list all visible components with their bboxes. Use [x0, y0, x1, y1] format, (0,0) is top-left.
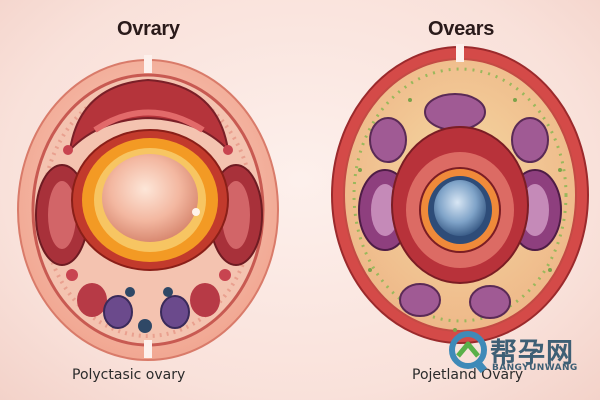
left-bottom-dot-2	[125, 287, 135, 297]
left-small-cyst-4	[223, 145, 233, 155]
left-caption: Polyctasic ovary	[72, 367, 186, 383]
left-bottom-cyst-1	[77, 283, 107, 317]
left-top-lobe-highlight	[93, 109, 205, 133]
left-side-lobe-left-inner	[48, 181, 76, 249]
left-egg-glint	[192, 208, 200, 216]
left-bottom-notch	[144, 340, 152, 358]
left-bottom-dot-1	[138, 319, 152, 333]
right-ovary	[331, 44, 589, 344]
left-bottom-dot-3	[163, 287, 173, 297]
right-cyst-6	[469, 285, 511, 319]
right-texture-ring	[352, 67, 568, 323]
right-cyst-5	[399, 283, 441, 317]
left-egg	[102, 154, 198, 242]
right-cyst-2	[511, 117, 549, 163]
right-egg	[434, 180, 486, 236]
left-small-cyst-1	[66, 269, 78, 281]
right-title: Ovears	[428, 18, 495, 40]
left-top-notch	[144, 55, 152, 73]
right-cyst-1	[369, 117, 407, 163]
left-bottom-cyst-3	[160, 295, 190, 329]
left-bottom-cyst-4	[190, 283, 220, 317]
right-cyst-7	[424, 93, 486, 131]
left-small-cyst-3	[63, 145, 73, 155]
right-caption: Pojetland Ovary	[412, 367, 524, 383]
watermark-logo-icon	[449, 331, 487, 374]
watermark-subtitle: BANGYUNWANG	[492, 363, 578, 373]
left-side-lobe-right-inner	[222, 181, 250, 249]
watermark-name: 帮孕网	[490, 338, 574, 369]
left-bottom-cyst-2	[103, 295, 133, 329]
right-top-notch	[456, 44, 464, 62]
left-title: Ovrary	[117, 18, 180, 40]
left-ovary	[17, 55, 279, 361]
left-small-cyst-2	[219, 269, 231, 281]
